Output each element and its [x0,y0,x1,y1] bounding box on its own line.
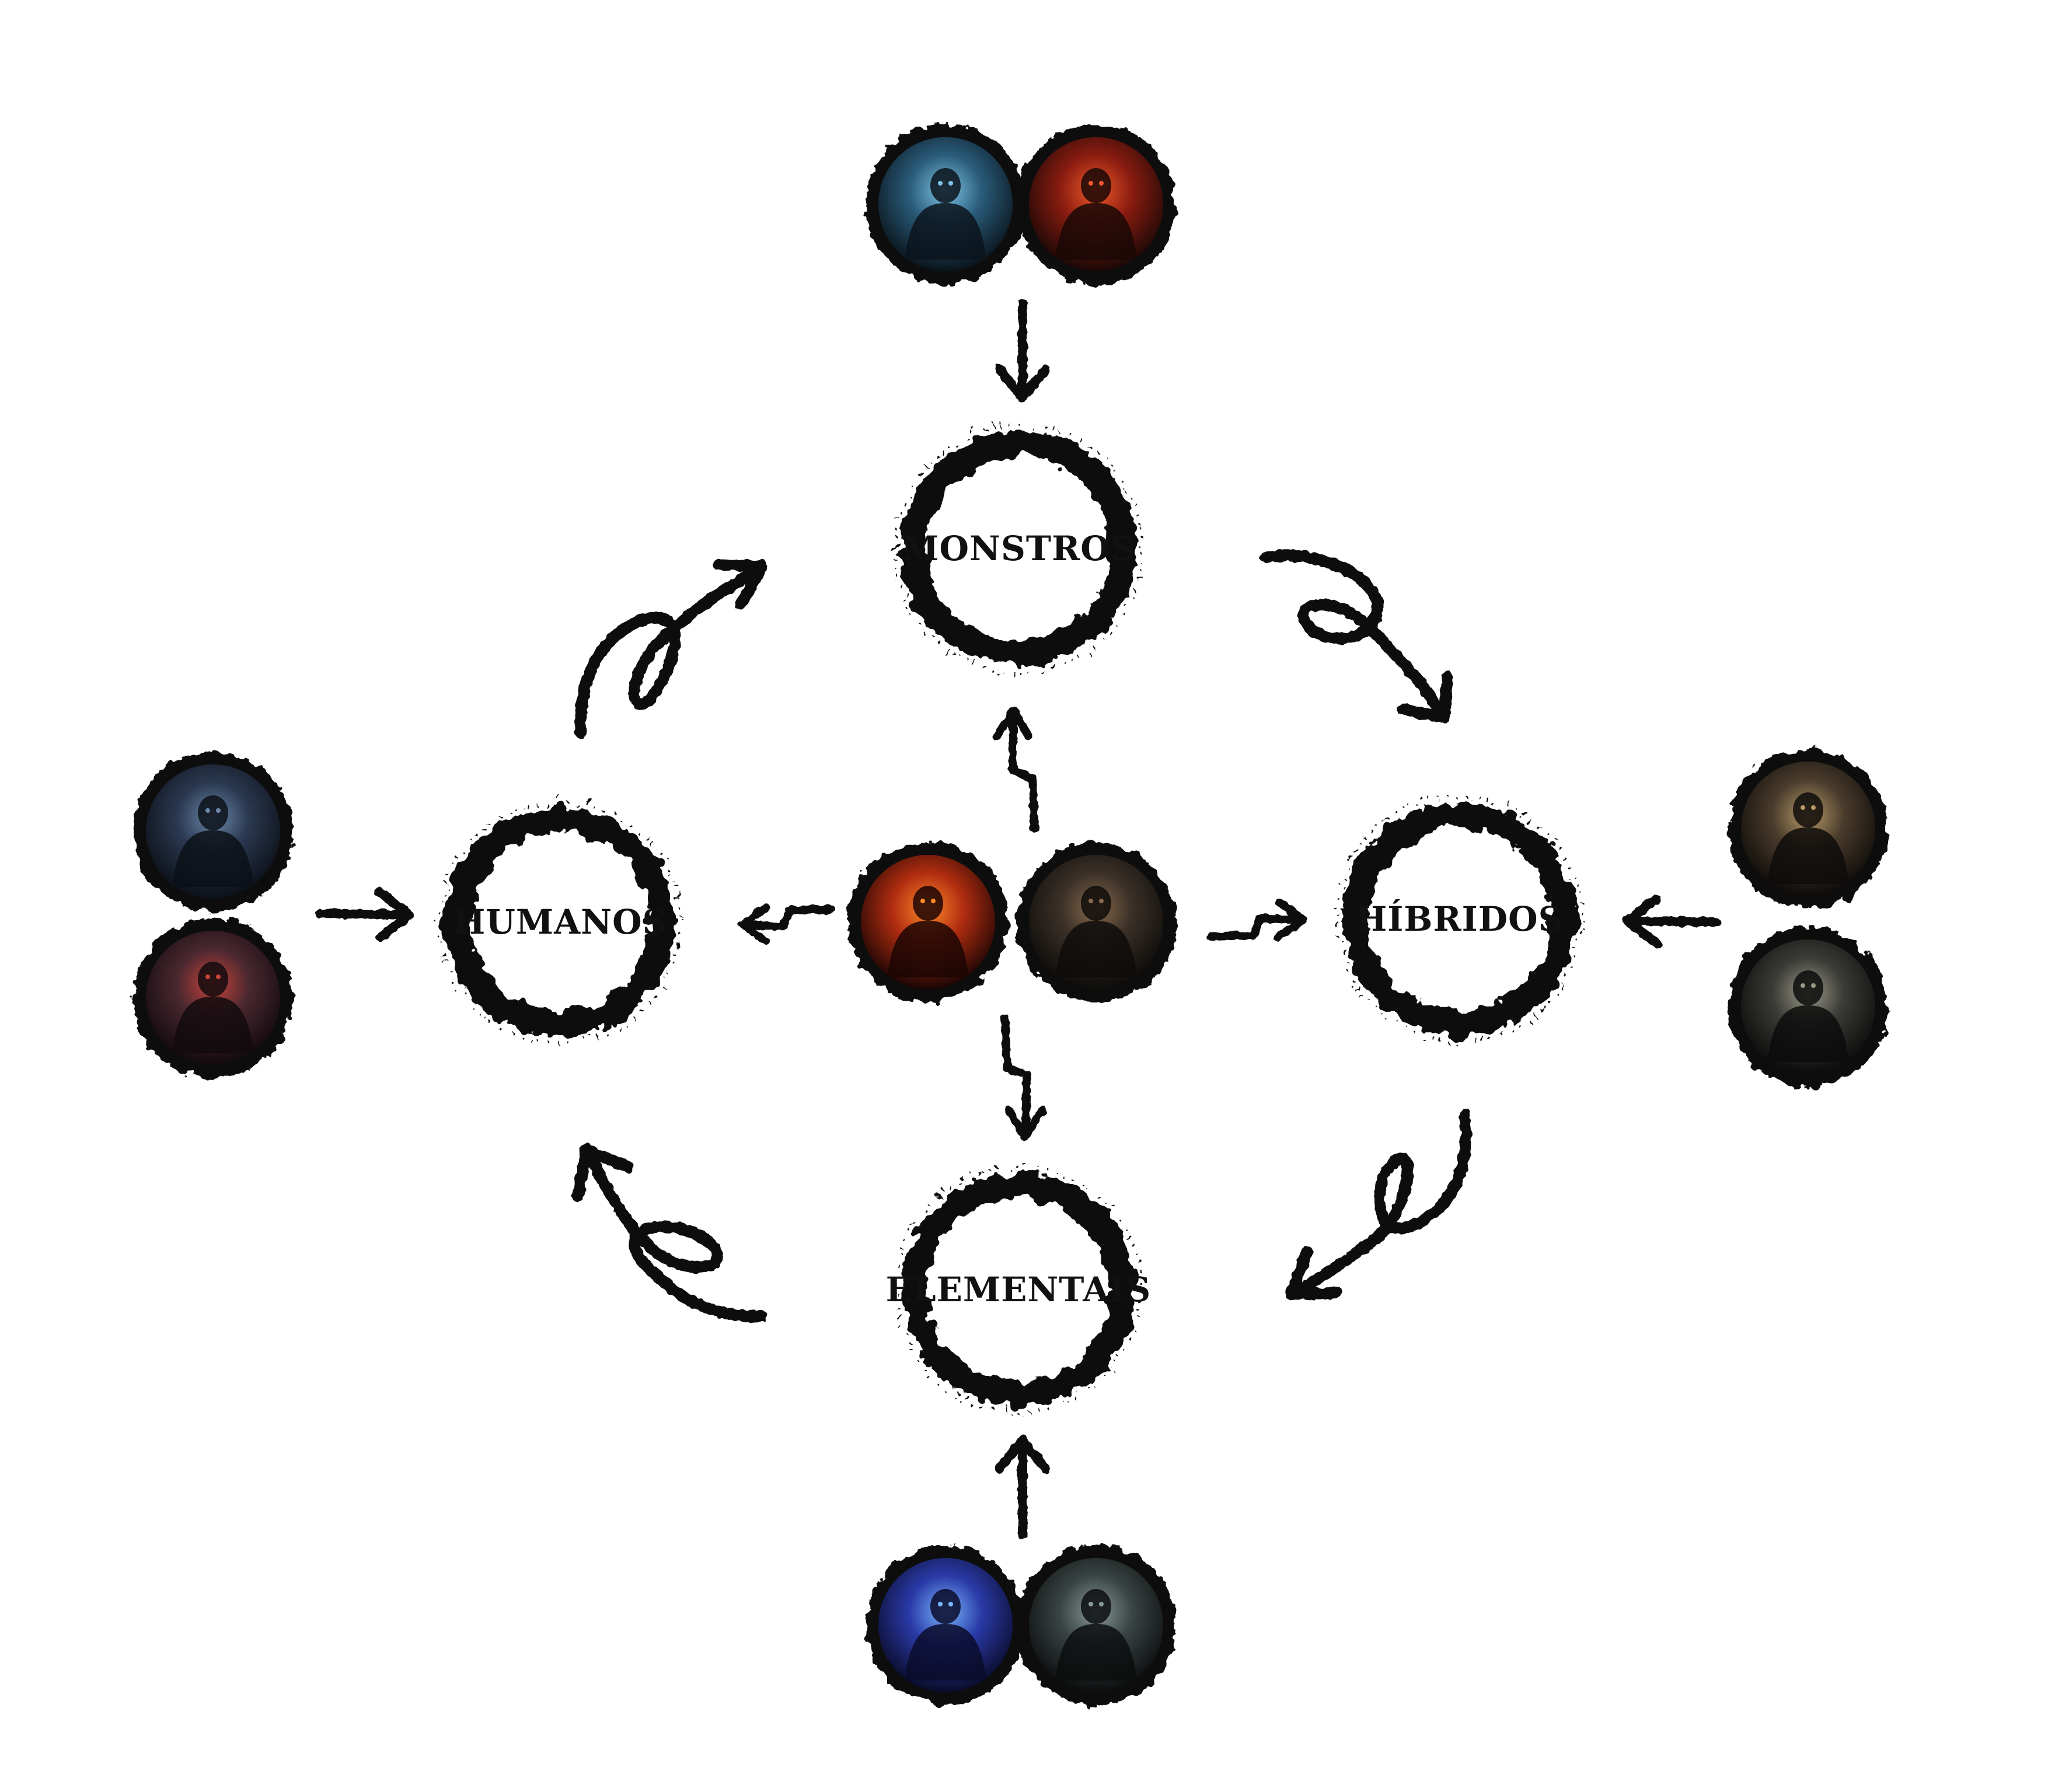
portrait-group-bottom [866,1545,1176,1705]
portrait-left-2 [133,918,293,1078]
portrait-top-1 [866,124,1025,284]
node-label-humanos: HUMANOS [453,902,667,942]
portrait-group-center [848,842,1176,1002]
hooded-winged-figure-icon [905,168,986,260]
arcane-mage-icon [905,1589,986,1681]
curly-arrow-monstros-to-hibridos [1261,550,1453,724]
curly-arrow-hibridos-to-elementais [1285,1109,1472,1300]
node-label-elementais: ELEMENTAIS [886,1270,1152,1309]
curly-arrow-humanos-to-monstros [574,559,767,738]
armored-knight-icon [172,962,254,1053]
fire-dragon-icon [887,886,969,977]
horned-demon-icon [1055,168,1137,260]
werewolf-icon [1767,792,1849,884]
portrait-group-left [133,752,293,1078]
portrait-top-2 [1016,124,1176,284]
zigzag-arrow-center-to-humanos [738,903,836,946]
portrait-bottom-2 [1016,1545,1176,1705]
arrow-top-to-monstros [995,299,1051,403]
node-monstros: MONSTROS [894,424,1143,673]
node-label-hibridos: HÍBRIDOS [1355,899,1564,939]
zigzag-arrow-center-to-monstros [993,707,1038,833]
arrow-right-to-hibridos [1623,894,1721,949]
portrait-center-2 [1016,842,1176,1002]
node-hibridos: HÍBRIDOS [1335,795,1583,1043]
node-humanos: HUMANOS [438,800,682,1044]
beast-warrior-icon [1055,886,1137,977]
dark-sorceress-icon [172,795,254,887]
stone-golem-icon [1055,1589,1137,1681]
arrow-bottom-to-elementais [995,1435,1051,1539]
arrow-left-to-humanos [315,887,414,942]
portrait-group-right [1728,749,1888,1087]
zigzag-arrow-center-to-hibridos [1207,898,1307,941]
portrait-right-1 [1728,749,1888,909]
curly-arrow-elementais-to-humanos [572,1144,767,1322]
portrait-left-1 [133,752,293,911]
portrait-bottom-1 [866,1545,1025,1705]
node-label-monstros: MONSTROS [901,529,1135,568]
crowned-queen-icon [1767,970,1849,1062]
portrait-center-1 [848,842,1008,1002]
zigzag-arrow-center-to-elementais [1001,1014,1046,1141]
portrait-groups [133,124,1888,1705]
portrait-right-2 [1728,927,1888,1087]
node-elementais: ELEMENTAIS [886,1166,1152,1413]
portrait-group-top [866,124,1176,284]
